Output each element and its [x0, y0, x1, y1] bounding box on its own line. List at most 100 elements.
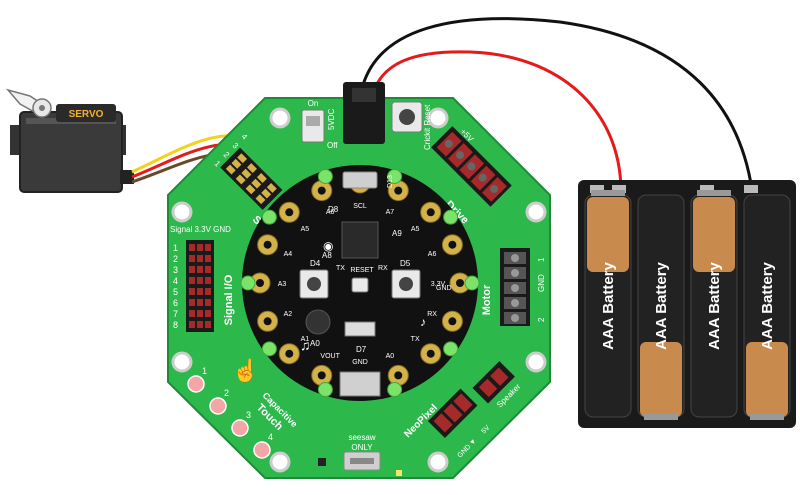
cpx-usb-port[interactable] — [342, 171, 378, 189]
signal-io-pin — [197, 266, 203, 273]
signal-io-number: 6 — [173, 298, 178, 308]
cpx-pad[interactable] — [441, 234, 463, 256]
seesaw-label-line2: ONLY — [351, 443, 373, 452]
servo-header-pin — [245, 184, 256, 195]
cpx-pad-label: A1 — [301, 336, 310, 343]
servo-header[interactable] — [220, 147, 283, 210]
servo-header-pin — [255, 194, 266, 205]
music-note-icon: ♫ — [300, 337, 311, 353]
cpx-neopixel-led — [240, 275, 256, 291]
capacitive-touch-pad[interactable] — [231, 419, 249, 437]
signal-io-pin — [205, 321, 211, 328]
cpx-pad[interactable] — [257, 234, 279, 256]
signal-io-pin — [205, 299, 211, 306]
cpx-neopixel-led — [261, 209, 277, 225]
status-led — [396, 470, 402, 476]
cpx-pad[interactable] — [441, 310, 463, 332]
servo-header-pin — [256, 173, 267, 183]
cpx-a8-label: A8 — [322, 251, 332, 260]
cpx-pad-label: A3 — [278, 281, 287, 288]
cpx-pad-label: SCL — [353, 203, 367, 210]
battery-cell-label: AAA Battery — [653, 261, 670, 349]
servo-channel-number: 1 — [213, 159, 223, 169]
power-switch-off-label: Off — [327, 141, 338, 150]
battery-terminal — [590, 185, 604, 193]
servo-header-pin — [225, 164, 236, 175]
motor-port-label: GND — [537, 274, 546, 292]
light-sensor-icon: ◉ — [323, 239, 333, 253]
signal-io-header[interactable] — [186, 240, 214, 332]
cpx-pad[interactable] — [387, 180, 409, 202]
touch-pad-number: 2 — [224, 388, 229, 398]
signal-io-pin — [189, 255, 195, 262]
cpx-button-a[interactable] — [299, 269, 329, 299]
servo-cable-exit — [120, 170, 134, 184]
power-switch-on-label: On — [308, 99, 319, 108]
neopixel-pin-label: 5V — [480, 424, 491, 435]
neopixel-terminal[interactable] — [427, 388, 478, 439]
cpx-neopixel-led — [317, 382, 333, 398]
aaa-battery-cell: AAA Battery — [584, 190, 632, 418]
speaker-terminal[interactable] — [472, 361, 515, 404]
cpx-pad-label: VOUT — [320, 353, 340, 360]
servo-channel-number: 4 — [240, 132, 250, 142]
motor-terminal-block[interactable] — [500, 248, 530, 326]
servo-header-pin — [261, 188, 272, 199]
aaa-battery-cell: AAA Battery — [637, 194, 685, 420]
capacitive-touch-pad[interactable] — [187, 375, 205, 393]
signal-io-pin — [189, 288, 195, 295]
cpx-pad[interactable] — [278, 343, 300, 365]
cpx-pad[interactable] — [278, 201, 300, 223]
aaa-battery-cell: AAA Battery — [690, 190, 738, 418]
cpx-button-b[interactable] — [391, 269, 421, 299]
touch-pad-number: 3 — [246, 410, 251, 420]
cpx-pad-label: A5 — [301, 226, 310, 233]
cpx-pad[interactable] — [387, 364, 409, 386]
cpx-pad[interactable] — [420, 201, 442, 223]
mounting-holes — [171, 107, 547, 473]
cpx-reset-button[interactable] — [351, 277, 369, 293]
motor-port-label: 1 — [537, 257, 546, 262]
cpx-gnd-label: GND — [436, 285, 452, 292]
battery-cell-label: AAA Battery — [759, 261, 776, 349]
signal-io-header-label: Signal 3.3V GND — [170, 225, 231, 234]
cpx-neopixel-led — [261, 341, 277, 357]
cpx-slide-switch[interactable] — [344, 321, 376, 337]
crickit-reset-button[interactable] — [391, 101, 423, 133]
battery-terminal — [744, 185, 758, 193]
touch-pad-number: 1 — [202, 366, 207, 376]
capacitive-touch-pad[interactable] — [209, 397, 227, 415]
signal-io-pin — [189, 266, 195, 273]
cpx-pad-label: RX — [427, 311, 437, 318]
signal-io-pin — [205, 255, 211, 262]
cpx-pad[interactable] — [420, 343, 442, 365]
power-jack[interactable] — [343, 82, 385, 144]
cpx-pad[interactable] — [311, 180, 333, 202]
cpx-pad[interactable] — [257, 310, 279, 332]
signal-io-number: 7 — [173, 309, 178, 319]
signal-io-pin — [197, 288, 203, 295]
signal-io-pin — [197, 277, 203, 284]
servo-channel-number: 3 — [231, 141, 241, 151]
capacitive-touch-pad[interactable] — [253, 441, 271, 459]
power-switch[interactable] — [301, 109, 325, 143]
drive-terminal-block[interactable] — [431, 126, 512, 207]
signal-io-pin — [189, 244, 195, 251]
signal-io-pin — [205, 277, 211, 284]
signal-io-pin — [205, 266, 211, 273]
servo-header-pin — [237, 153, 248, 164]
cpx-neopixel-led — [317, 168, 333, 184]
battery-terminal — [612, 185, 626, 193]
signal-io-pin — [197, 310, 203, 317]
battery-cell-label: AAA Battery — [706, 261, 723, 349]
battery-pack: AAA Battery AAA Battery AAA Battery AAA Bat… — [578, 180, 796, 428]
battery-red-wire — [373, 50, 623, 191]
seesaw-usb-port[interactable] — [343, 451, 381, 471]
signal-io-pin — [197, 321, 203, 328]
servo-label: SERVO — [69, 109, 104, 120]
cpx-pad[interactable] — [311, 364, 333, 386]
cpx-pad-label: GND — [352, 359, 368, 366]
cpx-pad-label: A2 — [284, 311, 293, 318]
